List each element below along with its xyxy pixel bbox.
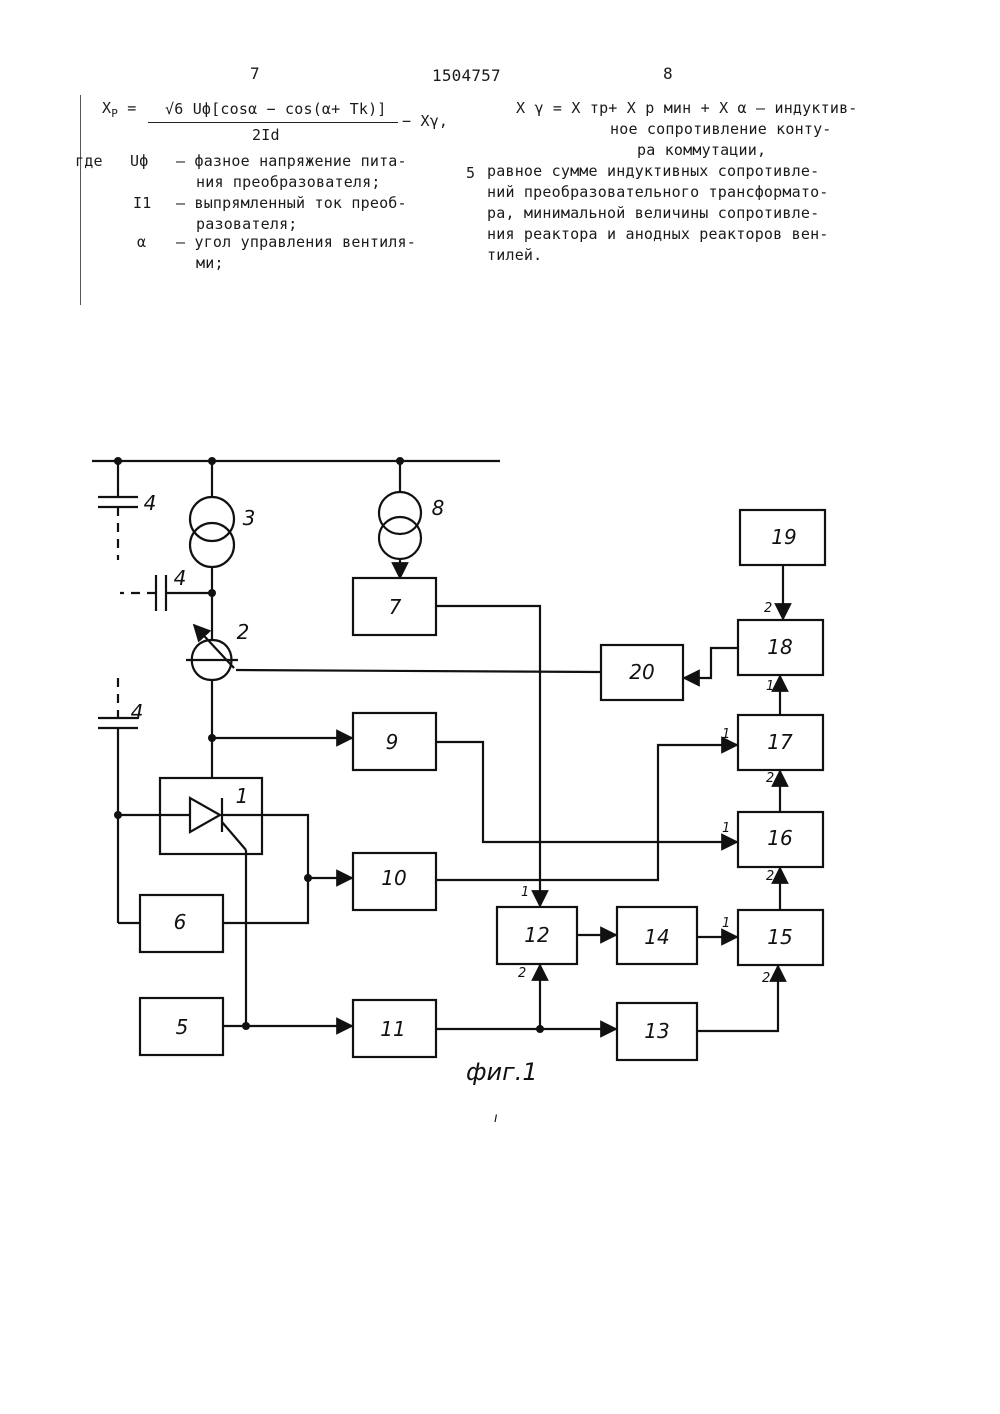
figure-caption: фиг.1 — [466, 1058, 538, 1086]
capacitor-4-middle: 4 — [120, 566, 216, 611]
pin-15-2: 2 — [762, 971, 770, 986]
label-19: 19 — [771, 525, 796, 549]
pin-18-1: 1 — [766, 679, 774, 694]
pin-16-2: 2 — [766, 869, 774, 884]
label-20: 20 — [629, 660, 654, 684]
label-17: 17 — [767, 730, 793, 754]
label-15: 15 — [767, 925, 792, 949]
reactor-2: 2 — [186, 620, 249, 778]
label-9: 9 — [386, 730, 399, 754]
footer-mark: ı — [494, 1111, 498, 1126]
label-16: 16 — [767, 826, 792, 850]
label-2: 2 — [237, 620, 250, 644]
label-3: 3 — [243, 506, 256, 530]
label-1: 1 — [236, 784, 249, 808]
label-12: 12 — [524, 923, 549, 947]
label-13: 13 — [644, 1019, 669, 1043]
pin-15-1: 1 — [722, 916, 730, 931]
pin-18-2: 2 — [764, 601, 772, 616]
transformer-8: 8 — [379, 461, 444, 578]
label-11: 11 — [380, 1017, 405, 1041]
label-4-top: 4 — [144, 491, 157, 515]
pin-17-1: 1 — [722, 727, 730, 742]
label-6: 6 — [174, 910, 187, 934]
capacitor-4-top: 4 — [98, 461, 156, 560]
label-10: 10 — [381, 866, 406, 890]
capacitor-4-lower: 4 — [98, 678, 143, 923]
label-18: 18 — [767, 635, 792, 659]
label-4-lower: 4 — [131, 700, 144, 724]
label-8: 8 — [432, 496, 445, 520]
label-5: 5 — [176, 1015, 189, 1039]
label-4-middle: 4 — [174, 566, 187, 590]
pin-12-1: 1 — [521, 885, 529, 900]
transformer-3: 3 — [190, 461, 255, 640]
pin-17-2: 2 — [766, 771, 774, 786]
label-7: 7 — [389, 595, 402, 619]
pin-16-1: 1 — [722, 821, 730, 836]
label-14: 14 — [644, 925, 669, 949]
pin-12-2: 2 — [518, 966, 526, 981]
